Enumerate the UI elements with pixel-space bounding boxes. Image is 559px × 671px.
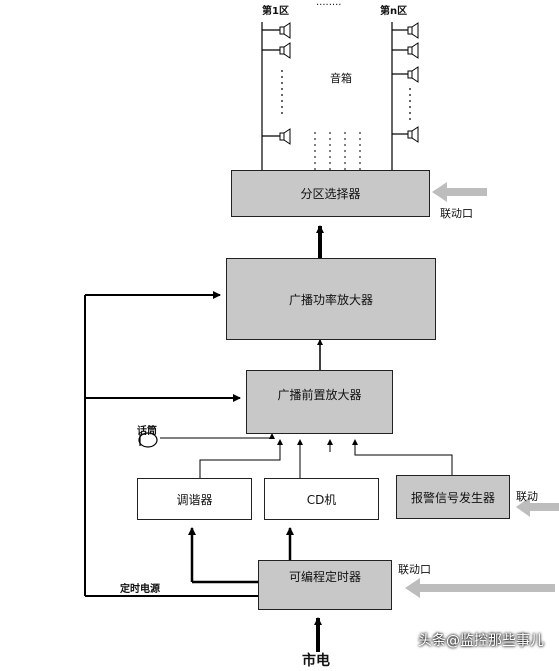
cd-player-label: CD机 xyxy=(306,492,337,507)
speaker-icon xyxy=(279,42,291,59)
speaker-icon xyxy=(407,22,419,39)
power-amplifier-block: 广播功率放大器 xyxy=(226,258,436,340)
timer-to-sources xyxy=(188,527,294,584)
watermark: 头条@监控那些事儿 xyxy=(418,630,544,650)
zone-selector-label: 分区选择器 xyxy=(300,187,361,201)
pre-amplifier-block: 广播前置放大器 xyxy=(246,370,393,434)
watermark-brand: 头条 xyxy=(418,633,446,649)
zone-n-label: 第n区 xyxy=(380,6,408,17)
alarm-generator-label: 报警信号发生器 xyxy=(410,490,495,505)
linkage-label-timer: 联动口 xyxy=(398,563,431,576)
linkage-arrow-selector xyxy=(432,182,487,202)
power-amplifier-label: 广播功率放大器 xyxy=(288,292,373,307)
watermark-account: @监控那些事儿 xyxy=(446,633,544,649)
timer-circuit-label: 定时电源 xyxy=(120,584,160,595)
zone-selector-block: 分区选择器 xyxy=(231,170,430,217)
speaker-icon xyxy=(407,42,419,59)
zone-1-wiring xyxy=(261,22,283,170)
speaker-label: 音箱 xyxy=(330,72,352,85)
linkage-label-top: 联动口 xyxy=(440,207,473,220)
pre-amplifier-label: 广播前置放大器 xyxy=(277,387,362,402)
cd-player-block: CD机 xyxy=(264,478,379,520)
zone-dots: ········ xyxy=(316,0,342,11)
programmable-timer-block: 可编程定时器 xyxy=(258,560,392,610)
zone-dashed-lines xyxy=(314,132,361,170)
timer-control-lines xyxy=(84,291,258,597)
linkage-arrow-alarm xyxy=(516,497,559,517)
alarm-generator-block: 报警信号发生器 xyxy=(396,475,510,519)
tuner-label: 调谐器 xyxy=(176,492,213,507)
programmable-timer-label: 可编程定时器 xyxy=(288,569,361,584)
mains-label: 市电 xyxy=(302,653,330,669)
linkage-arrow-timer xyxy=(405,578,555,598)
zone-1-label: 第1区 xyxy=(262,6,289,17)
linkage-label-alarm: 联动 xyxy=(516,490,538,503)
zone-n-wiring xyxy=(391,22,411,170)
speaker-icon xyxy=(407,126,419,143)
microphone-label: 话筒 xyxy=(137,426,157,437)
speaker-icon xyxy=(407,66,419,83)
source-feed-lines xyxy=(160,433,453,478)
speaker-icon xyxy=(279,128,291,145)
tuner-block: 调谐器 xyxy=(137,478,252,520)
speaker-icon xyxy=(279,22,291,39)
microphone-icon xyxy=(138,432,158,448)
